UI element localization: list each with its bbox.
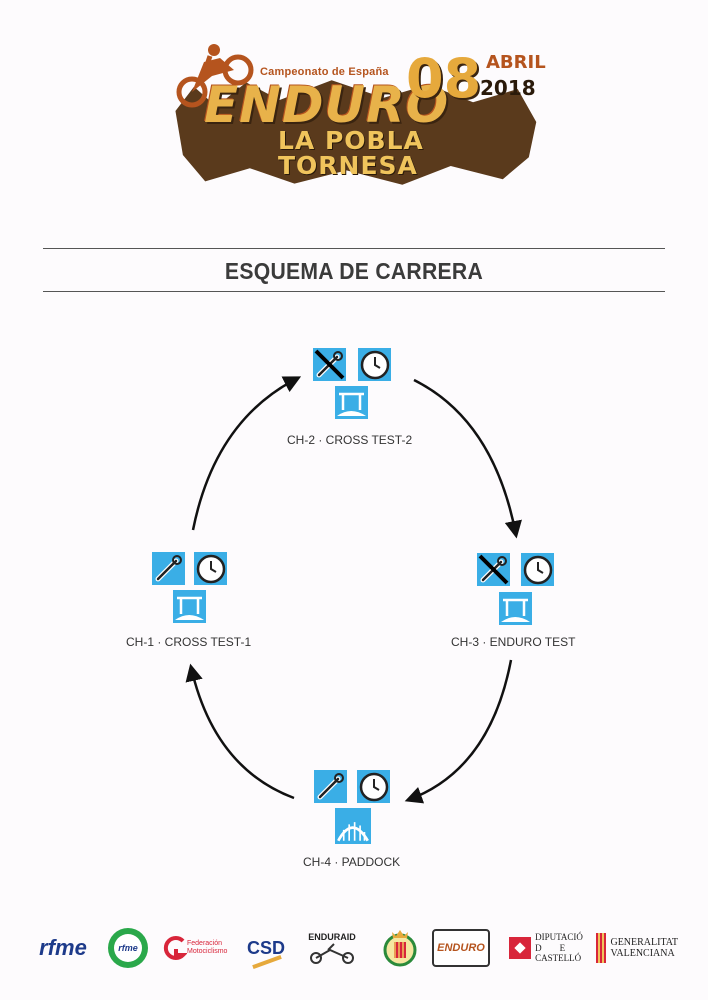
- clock-icon: [358, 348, 391, 381]
- paddock-icon: [335, 808, 371, 844]
- logo-date-day: 08: [406, 47, 482, 110]
- enduraid-logo-text: ENDURAID: [308, 932, 356, 942]
- cross-test-icon: [335, 386, 368, 419]
- arrow-ch1-to-ch2: [191, 376, 302, 531]
- title-rule-top: [43, 248, 665, 249]
- page-title: ESQUEMA DE CARRERA: [224, 258, 484, 284]
- federacion-logo: Federación Motociclismo: [160, 926, 234, 970]
- event-logo: Campeonato de España ENDURO 08 ABRIL 201…: [168, 40, 546, 188]
- arrow-ch2-to-ch3: [413, 378, 522, 539]
- logo-event-title: ENDURO: [204, 76, 450, 134]
- csd-logo-text: CSD: [246, 937, 285, 958]
- cross-test-icon: [173, 590, 206, 623]
- rfme-logo-text: rfme: [39, 935, 87, 960]
- rfme-green-logo-text: rfme: [118, 943, 138, 953]
- cross-test-icon: [499, 592, 532, 625]
- enduraid-logo: ENDURAID: [300, 926, 364, 970]
- crest-icon: [383, 930, 417, 967]
- arrow-ch4-to-ch1: [185, 663, 295, 800]
- checkpoint-label: CH-2 · CROSS TEST-2: [287, 433, 413, 447]
- rfme-logo: rfme: [30, 926, 96, 970]
- diputacio-emblem-icon: [509, 937, 532, 959]
- checkpoint-label: CH-1 · CROSS TEST-1: [126, 635, 252, 649]
- clock-icon: [357, 770, 390, 803]
- generalitat-line-2: VALENCIANA: [610, 948, 675, 959]
- clock-icon: [194, 552, 227, 585]
- town-crest-logo: [380, 926, 420, 970]
- club-logo: ENDURO: [432, 926, 490, 970]
- diputacio-line-3: CASTELLÓ: [535, 953, 582, 964]
- diputacio-line-2: D E: [535, 942, 566, 953]
- logo-championship-text: Campeonato de España: [260, 66, 389, 78]
- title-rule-bottom: [43, 291, 665, 292]
- diputacio-logo: DIPUTACIÓ D E CASTELLÓ: [504, 926, 588, 970]
- tools-crossed-icon: [477, 553, 510, 586]
- logo-date-month: ABRIL: [486, 52, 546, 73]
- generalitat-line-1: GENERALITAT: [610, 937, 678, 948]
- federacion-emblem-icon: [163, 936, 187, 960]
- clock-icon: [521, 553, 554, 586]
- club-logo-text: ENDURO: [437, 942, 485, 954]
- federacion-logo-text: Federación Motociclismo: [187, 940, 228, 955]
- arrow-ch3-to-ch4: [404, 659, 513, 804]
- tools-crossed-icon: [313, 348, 346, 381]
- generalitat-logo: GENERALITAT VALENCIANA: [596, 926, 678, 970]
- checkpoint-label: CH-3 · ENDURO TEST: [451, 635, 576, 649]
- rfme-green-logo: rfme: [106, 926, 150, 970]
- csd-logo: CSD: [244, 926, 288, 970]
- tools-icon: [152, 552, 185, 585]
- logo-venue: LA POBLA TORNESA: [278, 126, 424, 180]
- checkpoint-label: CH-4 · PADDOCK: [303, 855, 401, 869]
- logo-date-year: 2018: [480, 76, 536, 100]
- diputacio-line-1: DIPUTACIÓ: [535, 932, 583, 943]
- enduraid-rider-icon: [310, 943, 354, 964]
- motorbike-rider-icon: [176, 44, 254, 108]
- generalitat-flag-icon: [596, 933, 607, 963]
- tools-icon: [314, 770, 347, 803]
